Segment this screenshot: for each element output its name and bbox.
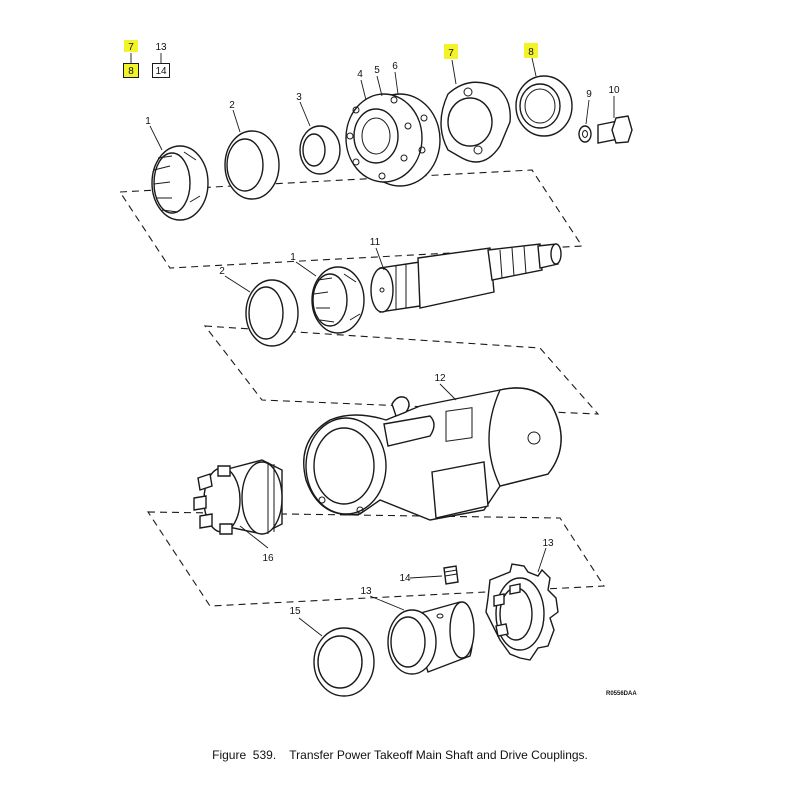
- setscrew-14: [443, 565, 459, 585]
- transfer-housing-12: [303, 387, 562, 521]
- callout-2-lower: 2: [219, 266, 225, 277]
- callout-6: 6: [392, 61, 398, 72]
- figure-caption: Figure 539. Transfer Power Takeoff Main …: [212, 748, 588, 762]
- washer-9: [578, 125, 592, 143]
- callout-4: 4: [357, 69, 363, 80]
- key-bottom-label: 8: [128, 66, 134, 77]
- alignment-frame-lower: [146, 511, 605, 607]
- callout-13-gear: 13: [542, 538, 554, 549]
- gear-coupling-13: [485, 563, 559, 661]
- callout-8: 8: [528, 47, 534, 58]
- callout-15: 15: [289, 606, 301, 617]
- callout-1: 1: [145, 116, 151, 127]
- drive-coupling-16: [193, 459, 283, 535]
- bearing-cup-2-middle: [245, 279, 299, 347]
- callout-1-lower: 1: [290, 252, 296, 263]
- roller-bearing-1-top: [151, 145, 209, 221]
- oil-seal-8: [515, 75, 573, 137]
- roller-bearing-1-middle: [311, 266, 365, 334]
- housing-flange-7: [440, 81, 511, 163]
- key-box-7-8: 7 8: [123, 40, 139, 78]
- key-top-label: 7: [128, 42, 134, 53]
- leader-lines: [149, 57, 615, 637]
- callout-12: 12: [434, 373, 446, 384]
- drawing-code: R0556DAA: [606, 691, 637, 697]
- coupling-sleeve-13: [387, 601, 475, 675]
- callout-2: 2: [229, 100, 235, 111]
- key-top-label: 13: [155, 42, 167, 53]
- key-bottom-label: 14: [155, 66, 167, 77]
- flange-assembly-4-5-6: [345, 93, 441, 187]
- callout-5: 5: [374, 65, 380, 76]
- bearing-cup-2-top: [224, 130, 280, 200]
- key-box-13-14: 13 14: [152, 42, 170, 78]
- callout-3: 3: [296, 92, 302, 103]
- callout-labels: 1 2 3 4 5 6 7 8 9 10 2 1 11 12 16 13 14 …: [145, 43, 620, 617]
- callout-14: 14: [399, 573, 411, 584]
- bolt-10: [597, 115, 633, 144]
- callout-10: 10: [608, 85, 620, 96]
- callout-7: 7: [448, 48, 454, 59]
- bearing-cone-3: [299, 125, 341, 175]
- callout-9: 9: [586, 89, 592, 100]
- callout-13-sleeve: 13: [360, 586, 372, 597]
- callout-11: 11: [370, 237, 381, 248]
- snap-ring-15: [313, 627, 375, 697]
- callout-16: 16: [262, 553, 274, 564]
- main-shaft-11: [370, 243, 562, 313]
- alignment-frame-middle: [203, 325, 600, 415]
